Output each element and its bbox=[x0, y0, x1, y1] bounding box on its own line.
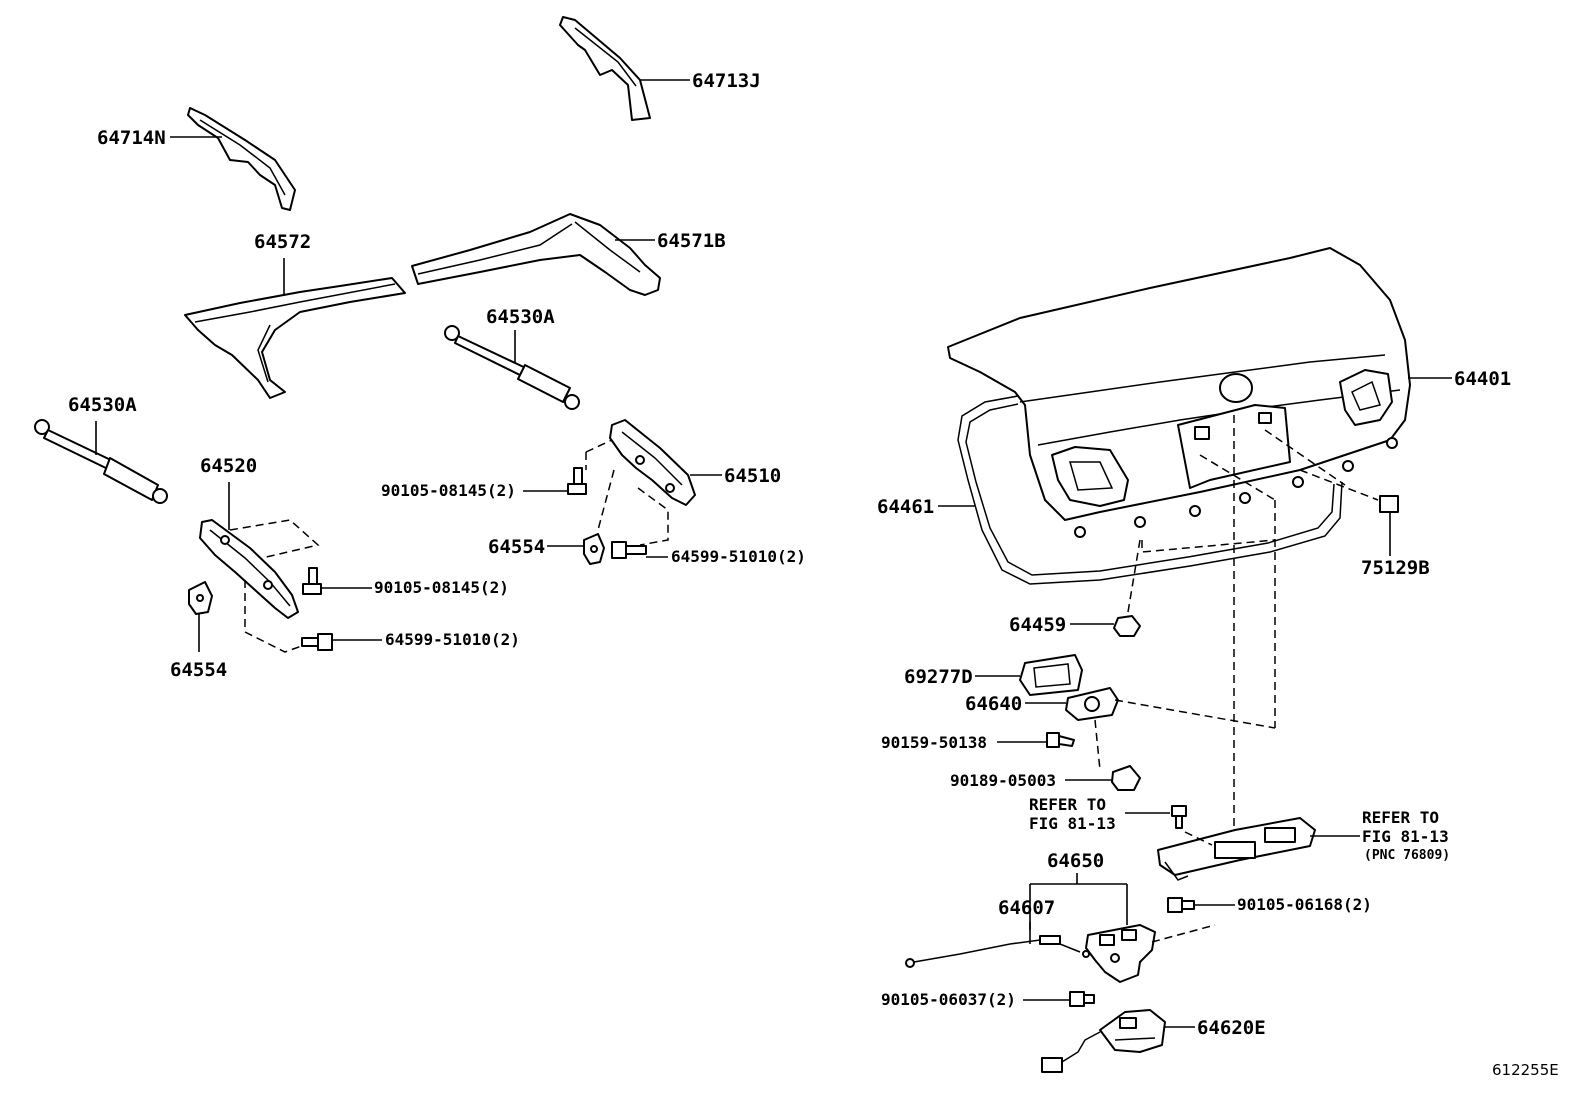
label-64554-right: 64554 bbox=[488, 536, 545, 558]
part-64620E-closer-motor bbox=[1041, 1009, 1166, 1073]
part-90105-08145-bolt-left bbox=[302, 567, 322, 595]
label-64640: 64640 bbox=[965, 693, 1022, 715]
part-64510-hinge bbox=[609, 419, 696, 506]
figure-code: 612255E bbox=[1492, 1061, 1559, 1079]
label-64530A-left: 64530A bbox=[68, 394, 137, 416]
part-64530A-strut-left bbox=[34, 419, 168, 504]
part-64459-bumper bbox=[1113, 615, 1141, 637]
refer-right-line1: REFER TO bbox=[1362, 808, 1439, 827]
label-64401: 64401 bbox=[1454, 368, 1511, 390]
label-64607: 64607 bbox=[998, 897, 1055, 919]
part-64650-trunk-latch bbox=[1085, 924, 1156, 983]
label-90105-06168: 90105-06168(2) bbox=[1237, 895, 1372, 914]
part-90159-50138-screw bbox=[1046, 732, 1075, 748]
part-64713J-weatherstrip bbox=[559, 16, 651, 121]
part-64607-release-cable bbox=[905, 935, 1090, 968]
part-64714N-weatherstrip bbox=[187, 107, 296, 211]
label-64520: 64520 bbox=[200, 455, 257, 477]
part-64571B-weatherstrip bbox=[411, 213, 661, 296]
part-64554-bracket-right bbox=[583, 533, 605, 565]
part-75129B-pad bbox=[1379, 495, 1399, 513]
part-69277D-gasket bbox=[1019, 654, 1083, 696]
label-64572: 64572 bbox=[254, 231, 311, 253]
part-64640-lock-cylinder bbox=[1065, 687, 1119, 721]
label-90159-50138: 90159-50138 bbox=[881, 733, 987, 752]
label-64571B: 64571B bbox=[657, 230, 726, 252]
label-90105-08145-right: 90105-08145(2) bbox=[381, 481, 516, 500]
label-64599-51010-right: 64599-51010(2) bbox=[671, 547, 806, 566]
refer-left-line2: FIG 81-13 bbox=[1029, 814, 1116, 833]
leader-64650 bbox=[1029, 873, 1128, 930]
label-90189-05003: 90189-05003 bbox=[950, 771, 1056, 790]
label-64461: 64461 bbox=[877, 496, 934, 518]
label-64620E: 64620E bbox=[1197, 1017, 1266, 1039]
label-90105-06037: 90105-06037(2) bbox=[881, 990, 1016, 1009]
part-90189-05003-grommet bbox=[1111, 765, 1141, 791]
label-64599-51010-left: 64599-51010(2) bbox=[385, 630, 520, 649]
refer-left-line1: REFER TO bbox=[1029, 795, 1106, 814]
part-90105-08145-bolt-right bbox=[567, 467, 587, 495]
label-64714N: 64714N bbox=[97, 127, 166, 149]
part-64461-weatherstrip-seal bbox=[957, 395, 1343, 585]
label-64713J: 64713J bbox=[692, 70, 761, 92]
part-64572-weatherstrip bbox=[184, 277, 406, 399]
part-64530A-strut-center bbox=[444, 325, 580, 410]
label-64650: 64650 bbox=[1047, 850, 1104, 872]
part-90105-06037-bolt bbox=[1069, 991, 1095, 1007]
part-64554-bracket-left bbox=[188, 581, 213, 615]
part-64599-51010-bolt-left bbox=[301, 633, 333, 651]
refer-right-line3: (PNC 76809) bbox=[1364, 848, 1450, 863]
part-64599-51010-bolt-right bbox=[611, 541, 647, 559]
label-90105-08145-left: 90105-08145(2) bbox=[374, 578, 509, 597]
part-refer-left-screw bbox=[1171, 805, 1187, 829]
label-64510: 64510 bbox=[724, 465, 781, 487]
label-64554-left: 64554 bbox=[170, 659, 227, 681]
refer-right-line2: FIG 81-13 bbox=[1362, 827, 1449, 846]
part-64520-hinge bbox=[199, 519, 299, 619]
label-64530A-center: 64530A bbox=[486, 306, 555, 328]
label-75129B: 75129B bbox=[1361, 557, 1430, 579]
part-license-lamp-assembly bbox=[1157, 817, 1316, 881]
part-90105-06168-bolt bbox=[1167, 897, 1195, 913]
label-64459: 64459 bbox=[1009, 614, 1066, 636]
label-69277D: 69277D bbox=[904, 666, 973, 688]
